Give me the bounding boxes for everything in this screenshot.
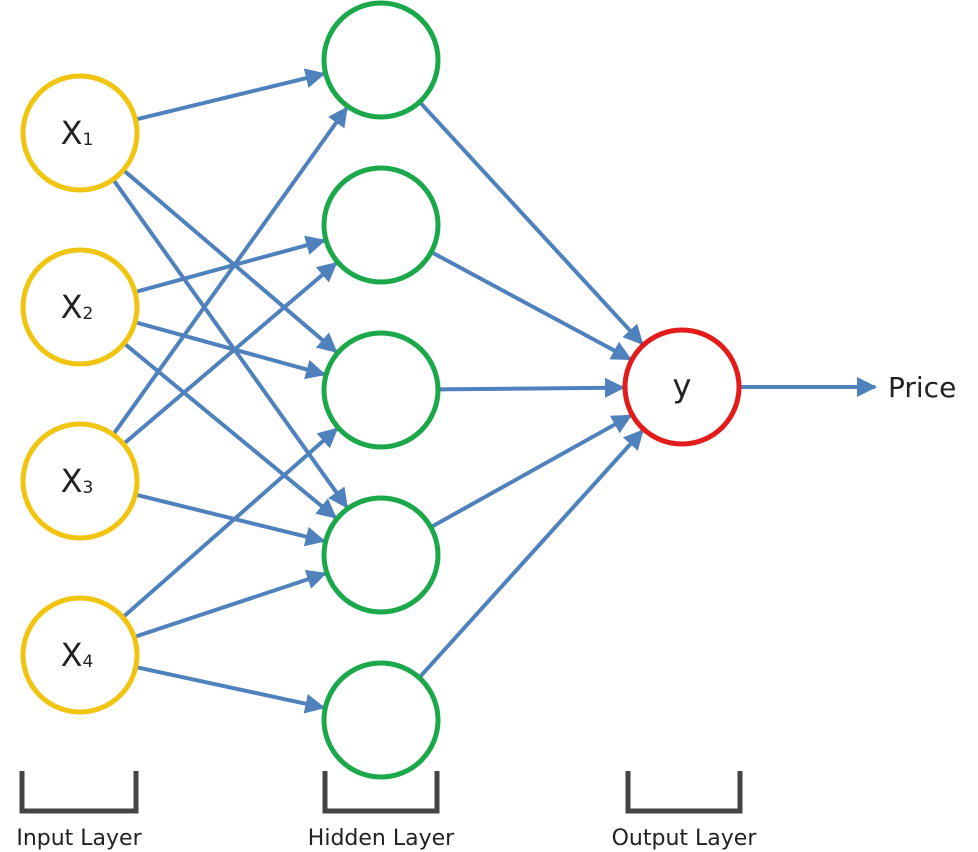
output-target-label: Price bbox=[888, 371, 956, 404]
hidden-node-3 bbox=[321, 330, 441, 450]
input-node-subscript: 1 bbox=[83, 130, 94, 150]
input-node-main: X bbox=[61, 462, 83, 500]
input-node-label: X3 bbox=[61, 462, 94, 500]
input-node-2: X2 bbox=[20, 247, 140, 367]
input-node-subscript: 4 bbox=[83, 652, 94, 672]
edge-hidden5-output bbox=[417, 429, 644, 680]
input-node-3: X3 bbox=[20, 421, 140, 541]
input-node-circle bbox=[20, 421, 140, 541]
input-layer-label: Input Layer bbox=[16, 826, 142, 851]
output-node-circle bbox=[622, 327, 742, 447]
input-node-label: X4 bbox=[61, 636, 94, 674]
input-node-4: X4 bbox=[20, 595, 140, 715]
edge-hidden4-output bbox=[429, 414, 633, 529]
edge-input2-hidden2 bbox=[134, 235, 327, 294]
edge-input1-hidden3 bbox=[122, 168, 338, 354]
edge-input1-hidden4 bbox=[111, 178, 349, 509]
input-node-circle bbox=[20, 73, 140, 193]
input-node-circle bbox=[20, 595, 140, 715]
output-layer-label: Output Layer bbox=[612, 826, 758, 851]
hidden-node-2 bbox=[321, 165, 441, 285]
output-node-label: y bbox=[673, 367, 692, 405]
output-node: y bbox=[622, 327, 742, 447]
edge-hidden1-output bbox=[418, 100, 644, 346]
edge-input4-hidden5 bbox=[135, 665, 326, 714]
input-node-subscript: 3 bbox=[83, 478, 94, 498]
input-node-label: X2 bbox=[61, 288, 94, 326]
edges-group bbox=[111, 68, 877, 714]
edge-input3-hidden4 bbox=[134, 492, 326, 547]
edge-input1-hidden1 bbox=[134, 68, 326, 122]
edge-input3-hidden1 bbox=[111, 106, 349, 436]
input-layer-bracket bbox=[19, 771, 139, 814]
input-node-main: X bbox=[61, 636, 83, 674]
hidden-layer-bracket bbox=[322, 771, 440, 814]
hidden-layer-label: Hidden Layer bbox=[308, 826, 455, 851]
hidden-node-1 bbox=[321, 0, 441, 120]
hidden-node-4 bbox=[321, 495, 441, 615]
input-node-circle bbox=[20, 247, 140, 367]
output-layer-bracket bbox=[625, 771, 743, 814]
input-node-main: X bbox=[61, 288, 83, 326]
input-node-1: X1 bbox=[20, 73, 140, 193]
edge-input4-hidden3 bbox=[121, 427, 339, 619]
input-node-subscript: 2 bbox=[83, 304, 94, 324]
input-node-label: X1 bbox=[61, 114, 94, 152]
edge-input2-hidden3 bbox=[134, 320, 327, 380]
edge-hidden2-output bbox=[430, 250, 632, 361]
edge-input4-hidden4 bbox=[133, 569, 327, 639]
edge-hidden3-output bbox=[437, 377, 626, 398]
hidden-node-5 bbox=[321, 660, 441, 780]
edge-input3-hidden2 bbox=[122, 261, 338, 446]
input-node-main: X bbox=[61, 114, 83, 152]
